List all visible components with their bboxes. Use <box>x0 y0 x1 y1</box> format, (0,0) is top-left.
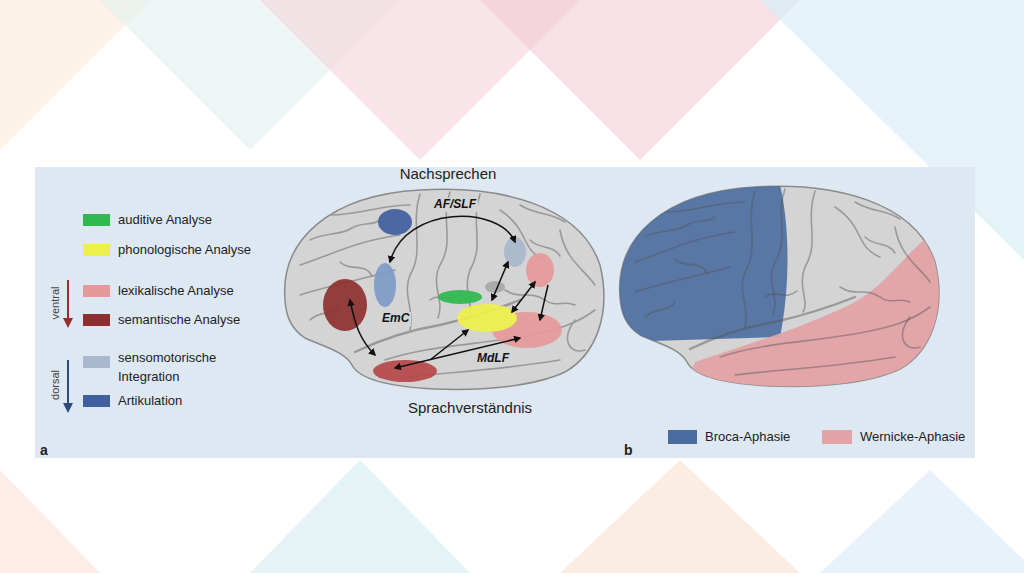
brain-illustration <box>285 189 604 389</box>
articulation-region <box>378 209 412 235</box>
panel-heading: Nachsprechen <box>400 165 497 182</box>
legend-swatch <box>83 356 110 368</box>
tract-arrow <box>390 216 515 262</box>
panel-heading: Sprachverständnis <box>408 399 532 416</box>
tract-arrow <box>540 285 548 320</box>
legend-swatch <box>822 430 852 444</box>
fiber-tracts <box>350 216 548 368</box>
legend-text: phonologische Analyse <box>118 240 251 259</box>
tract-arrow <box>512 282 535 312</box>
semantic-region <box>373 360 437 382</box>
legend-text: auditive Analyse <box>118 210 212 229</box>
legend-text: sensomotorische Integration <box>118 348 230 386</box>
articulation-region <box>374 263 396 307</box>
semantic-region <box>323 279 367 331</box>
dorsal-arrow <box>67 360 69 411</box>
legend-text: Artikulation <box>118 391 182 410</box>
deco-shape <box>560 460 800 573</box>
wernicke-region <box>675 232 975 417</box>
brain-illustration <box>605 185 975 417</box>
axis-label: ventral <box>49 286 62 319</box>
auditory-region <box>438 290 482 304</box>
legend-text: Broca-Aphasie <box>705 427 790 446</box>
legend-text: lexikalische Analyse <box>118 281 234 300</box>
brain-regions <box>323 209 562 382</box>
tract-arrow <box>430 330 468 360</box>
ventral-arrow <box>67 280 69 326</box>
legend-swatch <box>83 314 110 326</box>
axis-label: dorsal <box>49 370 62 400</box>
deco-shape <box>0 470 100 573</box>
phonological-region <box>457 304 517 332</box>
deco-shape <box>820 470 1024 573</box>
deco-shape <box>250 460 470 573</box>
tract-label: EmC <box>380 312 411 326</box>
tract-label: MdLF <box>475 352 511 366</box>
legend-swatch <box>83 244 110 256</box>
panel-letter: b <box>624 442 633 458</box>
legend-swatch <box>668 430 697 444</box>
legend-swatch <box>83 214 110 226</box>
legend-swatch <box>83 285 110 297</box>
panel-letter: a <box>40 442 48 458</box>
brain-gyri <box>635 189 930 375</box>
tract-arrow <box>492 262 508 300</box>
tract-label: AF/SLF <box>432 198 478 212</box>
tract-arrow <box>350 300 375 355</box>
figure-panel <box>35 167 975 458</box>
deco-shape <box>480 0 800 160</box>
legend-text: Wernicke-Aphasie <box>860 427 965 446</box>
legend-text: semantische Analyse <box>118 310 240 329</box>
brain-outline <box>285 189 604 389</box>
brain-gyri <box>300 192 595 378</box>
tract-arrow <box>395 338 520 368</box>
lexical-region <box>526 253 554 287</box>
legend-swatch <box>83 395 110 407</box>
